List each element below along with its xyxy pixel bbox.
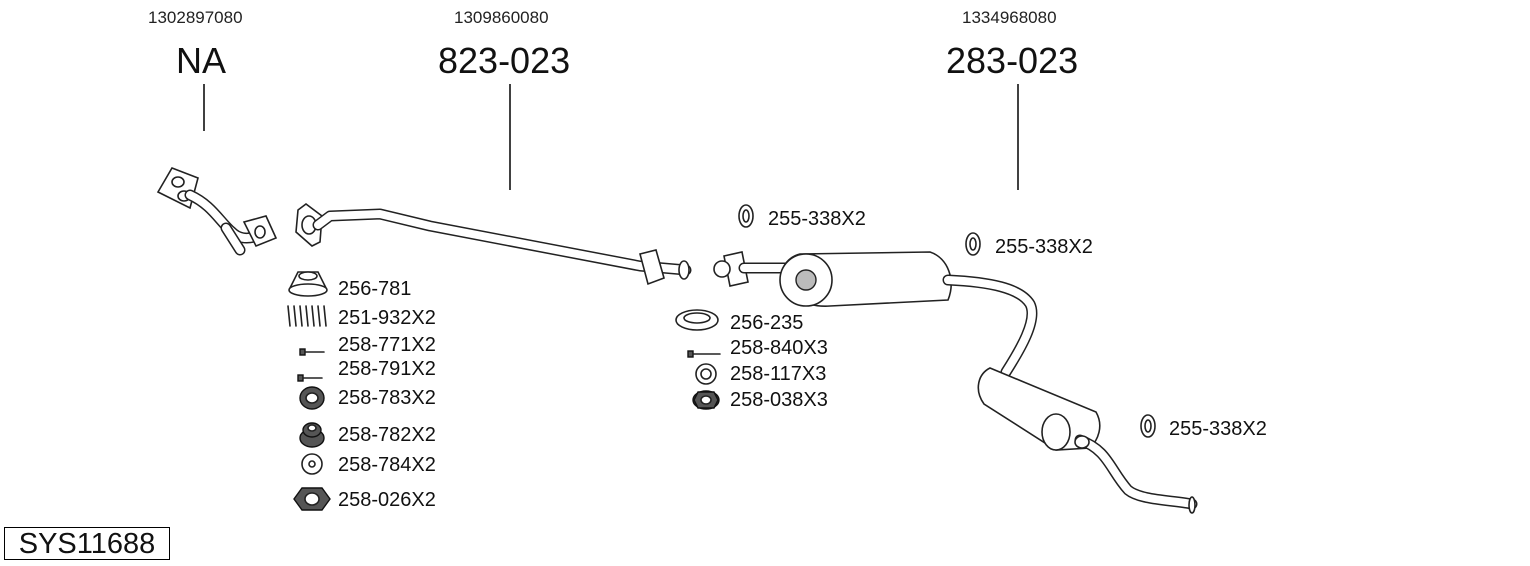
oem-number: 1302897080	[148, 8, 243, 27]
spring-icon	[287, 305, 327, 327]
rubber-hanger-icon	[1140, 414, 1156, 438]
bolt-icon	[687, 350, 721, 358]
rubber-hanger-icon	[965, 232, 981, 256]
bolt-icon	[299, 348, 325, 356]
accessory-label[interactable]: 251-932X2	[338, 307, 436, 329]
intermediate-pipe-part[interactable]	[295, 203, 692, 286]
washer-icon	[695, 363, 717, 385]
gasket-ring-icon	[288, 271, 328, 297]
spring-nut-icon	[299, 422, 325, 448]
part-number[interactable]: NA	[176, 40, 227, 81]
bolt-icon	[297, 374, 323, 382]
accessory-label[interactable]: 258-840X3	[730, 337, 828, 359]
rubber-hanger-icon	[738, 204, 754, 228]
accessory-label[interactable]: 258-783X2	[338, 387, 436, 409]
oem-number: 1334968080	[962, 8, 1057, 27]
flange-nut-icon	[692, 390, 720, 410]
nut-icon	[299, 386, 325, 410]
accessory-label[interactable]: 258-117X3	[730, 363, 827, 385]
hanger-label[interactable]: 255-338X2	[1169, 418, 1267, 440]
gasket-ring-icon	[675, 309, 719, 331]
accessory-label[interactable]: 256-235	[730, 312, 804, 334]
hex-nut-icon	[293, 487, 331, 511]
accessory-label[interactable]: 258-791X2	[338, 358, 436, 380]
rear-silencer-part[interactable]	[713, 251, 1198, 514]
hanger-label[interactable]: 255-338X2	[995, 236, 1093, 258]
system-id-box: SYS11688	[4, 527, 170, 560]
accessory-label[interactable]: 258-038X3	[730, 389, 828, 411]
accessory-label[interactable]: 258-026X2	[338, 489, 436, 511]
part-number[interactable]: 283-023	[946, 40, 1079, 81]
accessory-label[interactable]: 258-782X2	[338, 424, 436, 446]
accessory-label[interactable]: 256-781	[338, 278, 412, 300]
accessory-label[interactable]: 258-784X2	[338, 454, 436, 476]
accessory-label[interactable]: 258-771X2	[338, 334, 436, 356]
front-pipe-part[interactable]	[156, 167, 278, 256]
part-number[interactable]: 823-023	[438, 40, 571, 81]
washer-icon	[301, 453, 323, 475]
hanger-label[interactable]: 255-338X2	[768, 208, 866, 230]
oem-number: 1309860080	[454, 8, 549, 27]
